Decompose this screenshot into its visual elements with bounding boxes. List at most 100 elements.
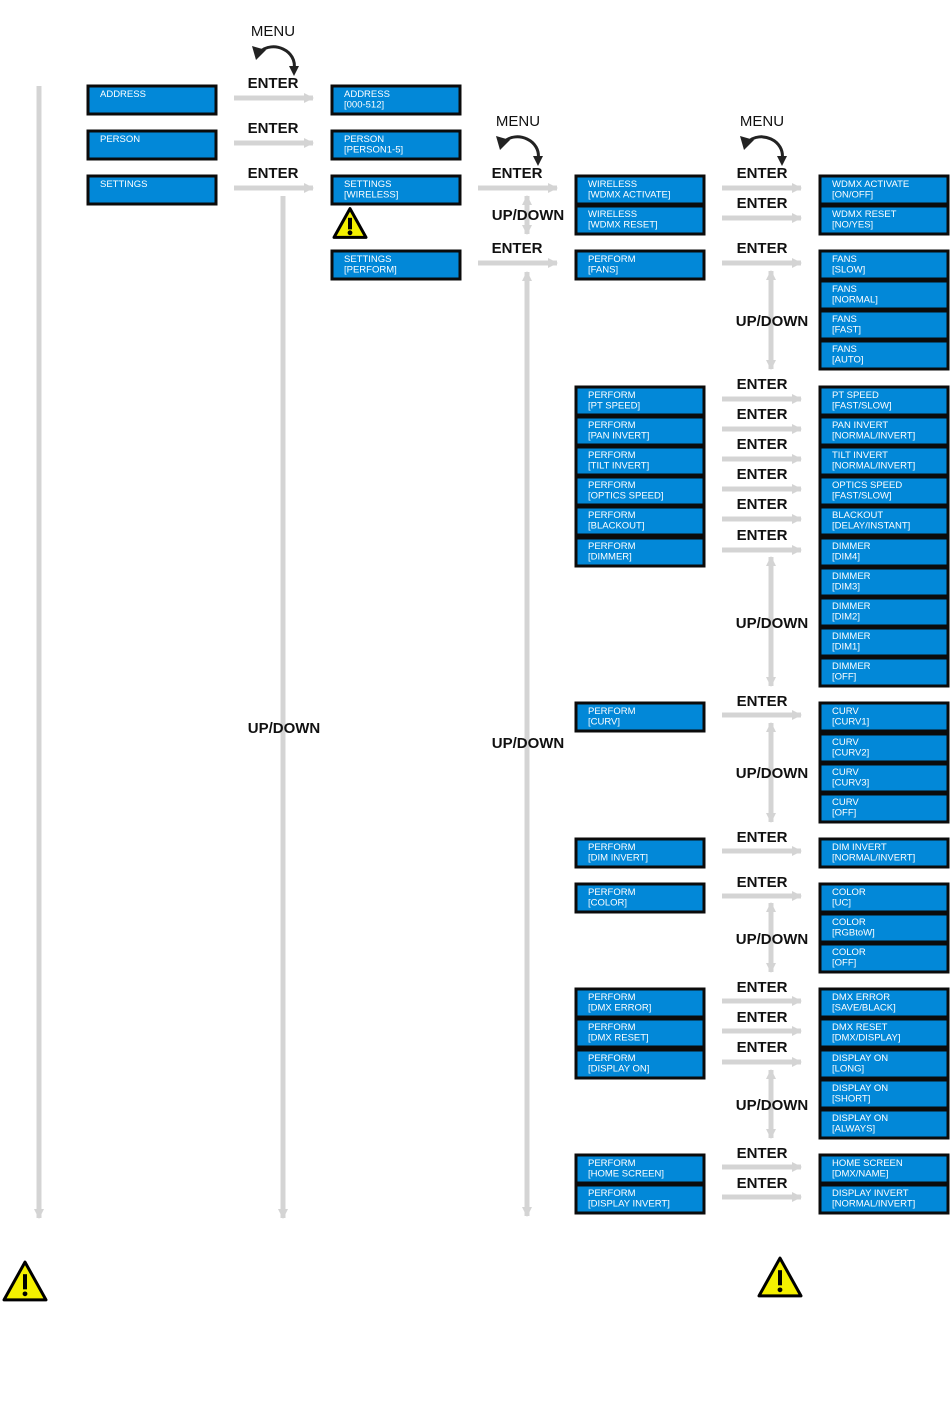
curved-return-arrow-icon — [252, 45, 299, 76]
menu-box-line2: [PERFORM] — [344, 265, 397, 276]
col4-menu-box: CURV[OFF] — [818, 792, 950, 824]
menu-box-line1: PERSON — [100, 134, 140, 145]
menu-box-line2: [000-512] — [344, 100, 384, 111]
menu-box-line1: CURV — [832, 797, 859, 808]
menu-box-bg — [818, 1048, 950, 1080]
menu-box-line2: [DIM4] — [832, 552, 860, 563]
warning-triangle-icon — [332, 207, 368, 239]
menu-box-bg — [818, 505, 950, 537]
enter-label: ENTER — [737, 1145, 788, 1162]
col4-menu-box: CURV[CURV2] — [818, 732, 950, 764]
menu-box-bg — [330, 249, 462, 281]
col4-menu-box: TILT INVERT[NORMAL/INVERT] — [818, 445, 950, 477]
menu-box-line1: COLOR — [832, 947, 866, 958]
menu-box-line1: FANS — [832, 254, 857, 265]
menu-box-line1: PERFORM — [588, 992, 636, 1003]
menu-box-line1: SETTINGS — [344, 179, 392, 190]
col4-menu-box: FANS[AUTO] — [818, 339, 950, 371]
menu-box-bg — [574, 536, 706, 568]
menu-box-bg — [818, 339, 950, 371]
warning-triangle-icon — [757, 1256, 803, 1298]
col3-menu-box: PERFORM[FANS] — [574, 249, 706, 281]
menu-box-bg — [818, 1078, 950, 1110]
col3-menu-box: WIRELESS[WDMX RESET] — [574, 204, 706, 236]
menu-box-line1: WIRELESS — [588, 209, 637, 220]
menu-box-line2: [NORMAL/INVERT] — [832, 461, 915, 472]
menu-box-line1: DISPLAY ON — [832, 1083, 888, 1094]
menu-box-line2: [NORMAL] — [832, 295, 878, 306]
col3-menu-box: PERFORM[PAN INVERT] — [574, 415, 706, 447]
col3-menu-box: PERFORM[DMX RESET] — [574, 1017, 706, 1049]
menu-box-bg — [818, 1108, 950, 1140]
menu-box-bg — [818, 475, 950, 507]
col4-menu-box: DIMMER[DIM1] — [818, 626, 950, 658]
menu-box-line2: [WDMX RESET] — [588, 220, 658, 231]
col2-menu-box: ADDRESS[000-512] — [330, 84, 462, 116]
menu-box-line1: SETTINGS — [100, 179, 148, 190]
menu-box-bg — [818, 279, 950, 311]
menu-box-bg — [818, 566, 950, 598]
col4-menu-box: DISPLAY ON[LONG] — [818, 1048, 950, 1080]
menu-box-line1: DIMMER — [832, 661, 871, 672]
curved-return-arrow-icon — [496, 135, 543, 166]
enter-label: ENTER — [737, 195, 788, 212]
menu-box-line1: PERFORM — [588, 510, 636, 521]
menu-box-bg — [818, 656, 950, 688]
col3-menu-box: PERFORM[DIM INVERT] — [574, 837, 706, 869]
menu-box-bg — [86, 84, 218, 116]
menu-box-line2: [DMX/DISPLAY] — [832, 1033, 900, 1044]
enter-label: ENTER — [737, 874, 788, 891]
updown-label: UP/DOWN — [492, 207, 565, 224]
menu-box-bg — [818, 626, 950, 658]
menu-box-line1: PERFORM — [588, 1158, 636, 1169]
menu-box-bg — [574, 385, 706, 417]
menu-box-bg — [574, 1017, 706, 1049]
col4-menu-box: HOME SCREEN[DMX/NAME] — [818, 1153, 950, 1185]
menu-box-line1: PT SPEED — [832, 390, 879, 401]
updown-label: UP/DOWN — [248, 720, 321, 737]
enter-label: ENTER — [737, 376, 788, 393]
menu-box-line1: DIMMER — [832, 571, 871, 582]
col4-menu-box: FANS[SLOW] — [818, 249, 950, 281]
menu-box-line2: [SAVE/BLACK] — [832, 1003, 896, 1014]
menu-box-line1: OPTICS SPEED — [832, 480, 902, 491]
col4-menu-box: CURV[CURV3] — [818, 762, 950, 794]
enter-label: ENTER — [737, 1009, 788, 1026]
menu-box-bg — [818, 792, 950, 824]
col4-menu-box: DISPLAY INVERT[NORMAL/INVERT] — [818, 1183, 950, 1215]
enter-label: ENTER — [737, 693, 788, 710]
menu-box-bg — [574, 1048, 706, 1080]
menu-box-line1: HOME SCREEN — [832, 1158, 903, 1169]
menu-box-line1: FANS — [832, 344, 857, 355]
menu-box-bg — [574, 415, 706, 447]
menu-box-line1: WIRELESS — [588, 179, 637, 190]
menu-box-bg — [818, 385, 950, 417]
menu-box-line2: [DISPLAY INVERT] — [588, 1199, 670, 1210]
menu-box-bg — [574, 204, 706, 236]
updown-label: UP/DOWN — [492, 735, 565, 752]
menu-box-line2: [OPTICS SPEED] — [588, 491, 664, 502]
menu-box-line2: [COLOR] — [588, 898, 627, 909]
menu-label: MENU — [496, 113, 540, 130]
menu-box-bg — [574, 701, 706, 733]
menu-box-bg — [818, 701, 950, 733]
col4-menu-box: COLOR[RGBtoW] — [818, 912, 950, 944]
menu-box-line1: BLACKOUT — [832, 510, 883, 521]
menu-box-line2: [DMX/NAME] — [832, 1169, 888, 1180]
menu-box-bg — [818, 309, 950, 341]
col4-menu-box: COLOR[UC] — [818, 882, 950, 914]
col4-menu-box: CURV[CURV1] — [818, 701, 950, 733]
col4-menu-box: FANS[NORMAL] — [818, 279, 950, 311]
menu-box-line2: [SHORT] — [832, 1094, 870, 1105]
warning-triangle-icon — [2, 1260, 48, 1302]
menu-box-line1: WDMX RESET — [832, 209, 897, 220]
menu-box-line1: PERFORM — [588, 1188, 636, 1199]
enter-label: ENTER — [248, 75, 299, 92]
menu-box-line1: PERFORM — [588, 706, 636, 717]
menu-box-line1: ADDRESS — [100, 89, 146, 100]
menu-box-line1: DISPLAY INVERT — [832, 1188, 909, 1199]
menu-box-bg — [574, 882, 706, 914]
col4-menu-box: PAN INVERT[NORMAL/INVERT] — [818, 415, 950, 447]
menu-box-line1: COLOR — [832, 887, 866, 898]
